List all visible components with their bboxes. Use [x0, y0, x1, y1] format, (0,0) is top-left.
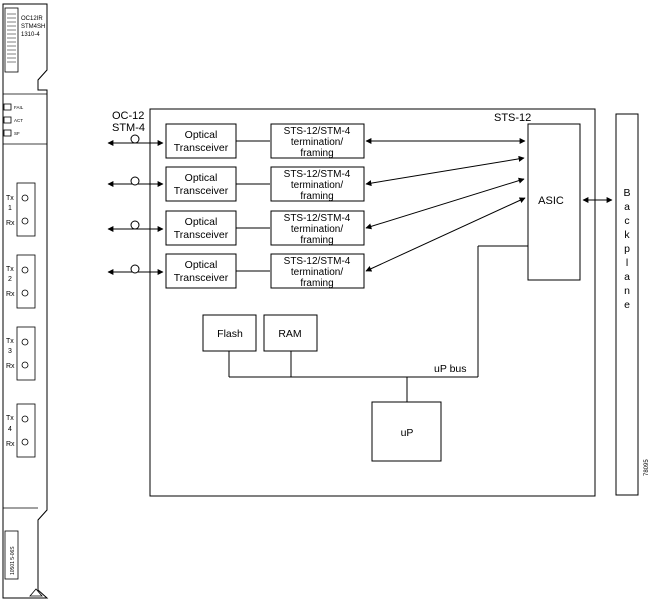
sf-led: [3, 129, 12, 137]
flash-block: Flash: [202, 314, 257, 352]
input-links: [107, 140, 164, 275]
flash-label: Flash: [217, 328, 243, 340]
sts12-block-outline: [149, 108, 596, 497]
port-4[interactable]: Tx 4 Rx: [6, 403, 36, 458]
optical-transceiver-3: Optical Transceiver: [165, 210, 237, 246]
port-4-rx-connector[interactable]: [21, 438, 29, 446]
input-label-stm4: STM-4: [112, 122, 145, 134]
backplane: Backplane: [615, 113, 639, 496]
fiber-connector-1-icon: [130, 134, 140, 144]
framer-4-label-line3: framing: [300, 278, 333, 289]
port-3[interactable]: Tx 3 Rx: [6, 326, 36, 381]
framer-4-label-line1: STS-12/STM-4: [284, 256, 351, 267]
framer-asic-links: [365, 138, 526, 272]
framer-2-label-line3: framing: [300, 191, 333, 202]
port-2-number: 2: [8, 276, 12, 283]
ejector-latch-top[interactable]: [4, 7, 19, 73]
framer-2: STS-12/STM-4 termination/ framing: [270, 166, 365, 202]
sf-led-label: SF: [14, 131, 20, 136]
framer-4: STS-12/STM-4 termination/ framing: [270, 253, 365, 289]
asic-label: ASIC: [538, 195, 564, 207]
port-4-tx-label: Tx: [6, 415, 14, 422]
up-block: uP: [371, 401, 442, 462]
port-1-tx-label: Tx: [6, 195, 14, 202]
port-3-tx-label: Tx: [6, 338, 14, 345]
framer-2-label-line2: termination/: [291, 180, 343, 191]
framer-1-label-line2: termination/: [291, 137, 343, 148]
ram-label: RAM: [278, 328, 301, 340]
up-label: uP: [401, 427, 414, 439]
port-3-tx-connector[interactable]: [21, 338, 29, 346]
backplane-label: Backplane: [621, 187, 633, 313]
framer-3-label-line2: termination/: [291, 224, 343, 235]
transceiver-framer-links: [236, 140, 270, 272]
card-model-line-2: STM4SH: [21, 24, 45, 30]
fail-led-label: FAIL: [14, 105, 24, 110]
port-1-rx-connector[interactable]: [21, 217, 29, 225]
input-label-oc12: OC-12: [112, 110, 144, 122]
up-bus-label: uP bus: [434, 363, 467, 375]
optical-transceiver-4-label-line2: Transceiver: [174, 272, 229, 284]
framer-2-label-line1: STS-12/STM-4: [284, 169, 351, 180]
up-bus-lines: [228, 245, 528, 402]
optical-transceiver-2-label-line2: Transceiver: [174, 185, 229, 197]
framer-3-label-line3: framing: [300, 235, 333, 246]
port-4-tx-connector[interactable]: [21, 415, 29, 423]
port-1[interactable]: Tx 1 Rx: [6, 182, 36, 237]
framer-1-label-line1: STS-12/STM-4: [284, 126, 351, 137]
figure-id: 78095: [644, 459, 650, 476]
optical-transceiver-2-label-line1: Optical: [185, 172, 218, 184]
optical-transceiver-4: Optical Transceiver: [165, 253, 237, 289]
optical-transceiver-4-label-line1: Optical: [185, 259, 218, 271]
line-card-faceplate: OC12IR STM4SH 1310-4 FAIL ACT SF Tx 1 Rx…: [2, 3, 49, 599]
framer-4-label-line2: termination/: [291, 267, 343, 278]
sts12-block-label: STS-12: [494, 112, 531, 124]
card-model-line-3: 1310-4: [21, 32, 40, 38]
framer-asic-link-2: [365, 155, 525, 187]
ram-block: RAM: [263, 314, 318, 352]
triangle-icon: [29, 588, 43, 597]
fiber-connector-2-icon: [130, 176, 140, 186]
framer-3: STS-12/STM-4 termination/ framing: [270, 210, 365, 246]
framer-1: STS-12/STM-4 termination/ framing: [270, 123, 365, 159]
framer-3-label-line1: STS-12/STM-4: [284, 213, 351, 224]
fiber-connector-4-icon: [130, 264, 140, 274]
act-led-label: ACT: [14, 118, 23, 123]
port-1-tx-connector[interactable]: [21, 194, 29, 202]
framer-1-label-line3: framing: [300, 148, 333, 159]
optical-transceiver-1-label-line2: Transceiver: [174, 142, 229, 154]
port-2[interactable]: Tx 2 Rx: [6, 254, 36, 309]
framer-asic-link-4: [365, 197, 526, 272]
port-2-tx-label: Tx: [6, 266, 14, 273]
port-2-rx-connector[interactable]: [21, 289, 29, 297]
fiber-connector-3-icon: [130, 220, 140, 230]
port-3-rx-connector[interactable]: [21, 361, 29, 369]
optical-transceiver-1-label-line1: Optical: [185, 129, 218, 141]
port-3-rx-label: Rx: [6, 363, 15, 370]
optical-transceiver-2: Optical Transceiver: [165, 166, 237, 202]
card-model-line-1: OC12IR: [21, 16, 43, 22]
optical-transceiver-1: Optical Transceiver: [165, 123, 237, 159]
fail-led: [3, 103, 12, 111]
port-1-rx-label: Rx: [6, 220, 15, 227]
act-led: [3, 116, 12, 124]
port-1-number: 1: [8, 205, 12, 212]
port-3-number: 3: [8, 348, 12, 355]
asic-block: ASIC: [527, 123, 581, 281]
port-4-rx-label: Rx: [6, 441, 15, 448]
framer-asic-link-3: [365, 177, 525, 230]
port-2-tx-connector[interactable]: [21, 266, 29, 274]
card-serial-label: 10501 5-06S: [10, 546, 16, 575]
ejector-latch-bottom[interactable]: [4, 530, 19, 580]
optical-transceiver-3-label-line1: Optical: [185, 216, 218, 228]
port-2-rx-label: Rx: [6, 291, 15, 298]
optical-transceiver-3-label-line2: Transceiver: [174, 229, 229, 241]
port-4-number: 4: [8, 426, 12, 433]
